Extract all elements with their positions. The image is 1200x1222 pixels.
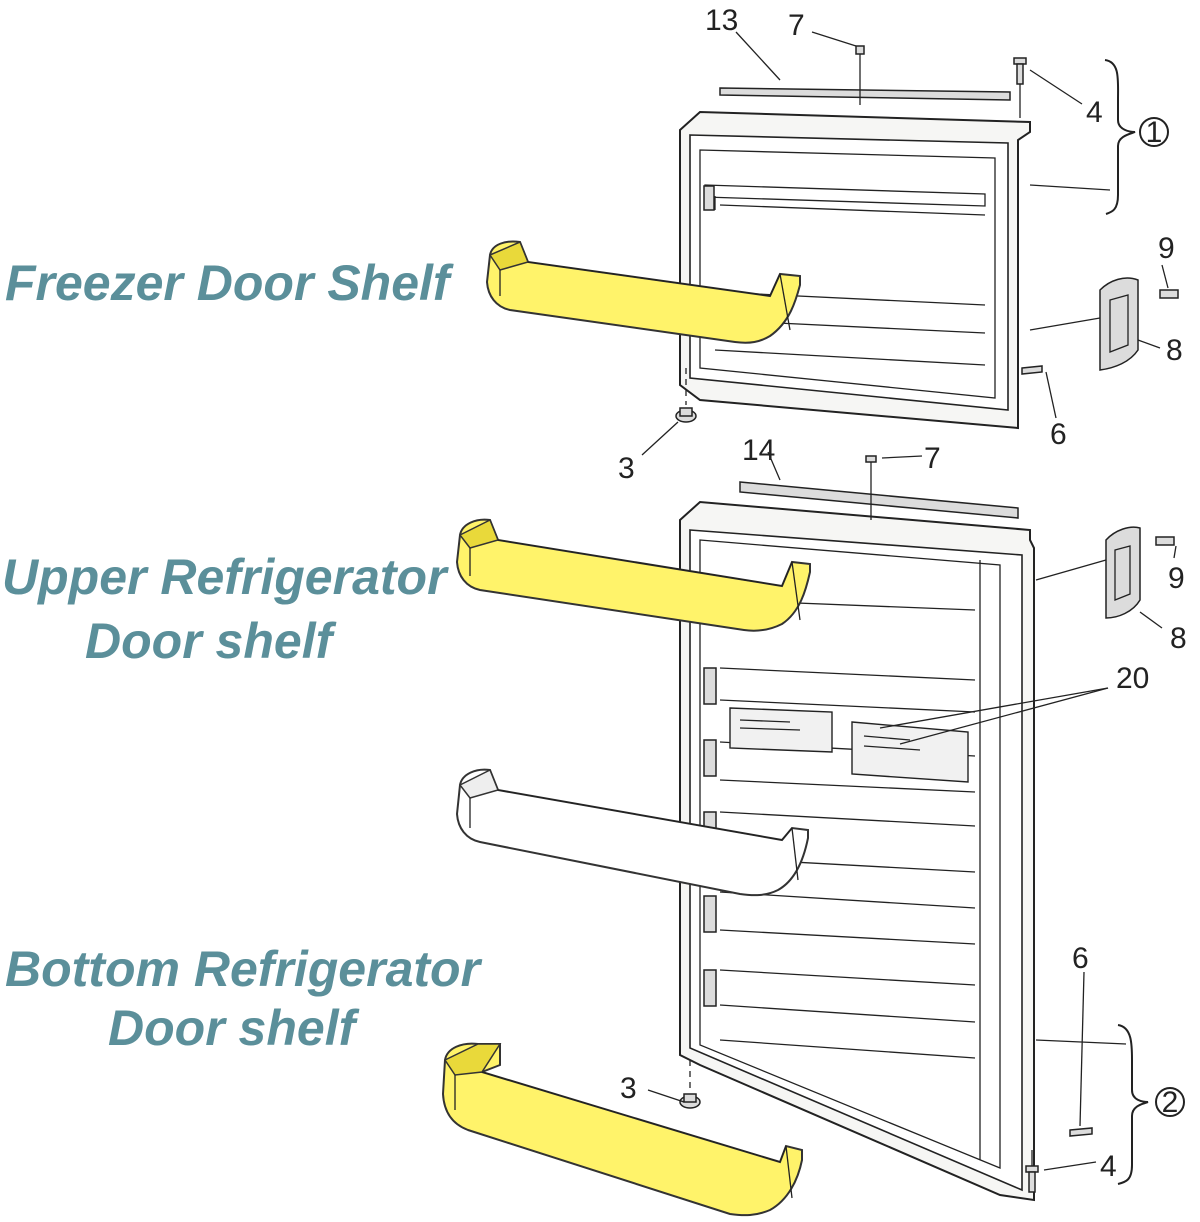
upper-shelf-label-line1: Upper Refrigerator — [2, 549, 449, 605]
callout-4-bottom: 4 — [1100, 1150, 1117, 1183]
callout-2-circle — [1155, 1087, 1185, 1117]
middle-refrigerator-door-shelf — [455, 768, 809, 897]
callout-1: 1 — [1146, 116, 1163, 149]
callout-7-top: 7 — [788, 9, 805, 42]
callout-13: 13 — [705, 4, 738, 37]
callout-9-top: 9 — [1158, 232, 1175, 265]
callout-20: 20 — [1116, 662, 1149, 695]
callout-1-circle — [1139, 117, 1169, 147]
callout-2: 2 — [1162, 1086, 1179, 1119]
callout-9-mid: 9 — [1168, 562, 1185, 595]
callouts: 13 7 4 1 9 8 6 3 14 7 9 8 20 6 3 2 4 — [618, 4, 1187, 1183]
upper-refrigerator-door-shelf — [455, 518, 811, 632]
freezer-door-shelf — [485, 240, 801, 344]
callout-4-top: 4 — [1086, 96, 1103, 129]
freezer-door — [675, 45, 1179, 430]
bottom-refrigerator-door-shelf — [441, 1042, 803, 1217]
callout-8-mid: 8 — [1170, 622, 1187, 655]
freezer-door-shelf-label: Freezer Door Shelf — [5, 255, 454, 311]
callout-6-bottom: 6 — [1072, 942, 1089, 975]
upper-shelf-label-line2: Door shelf — [85, 613, 337, 669]
bottom-shelf-label-line2: Door shelf — [108, 1000, 360, 1056]
leader-lines — [641, 31, 1177, 1171]
callout-6-top: 6 — [1050, 418, 1067, 451]
callout-3-bottom: 3 — [620, 1072, 637, 1105]
bottom-shelf-label-line1: Bottom Refrigerator — [5, 941, 483, 997]
refrigerator-door — [679, 455, 1175, 1202]
shelf-labels: Freezer Door Shelf Upper Refrigerator Do… — [2, 255, 483, 1056]
callout-14: 14 — [742, 434, 775, 467]
callout-7-mid: 7 — [924, 442, 941, 475]
callout-3-top: 3 — [618, 452, 635, 485]
callout-8-top: 8 — [1166, 334, 1183, 367]
